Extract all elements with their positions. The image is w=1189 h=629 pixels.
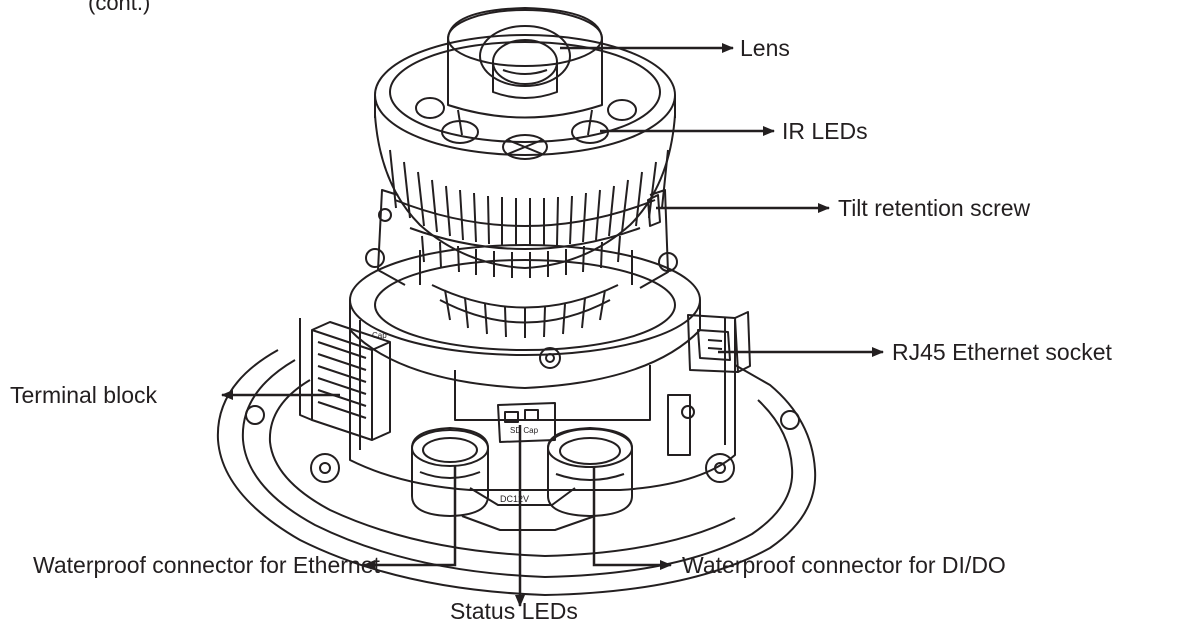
gimbal-bracket-left <box>377 189 406 286</box>
arrow-waterproof-ethernet <box>363 466 457 570</box>
ir-led-3 <box>415 97 445 119</box>
ir-led-4 <box>607 99 637 121</box>
label-tilt-retention-screw: Tilt retention screw <box>838 195 1031 221</box>
waterproof-connector-left-part <box>411 427 489 517</box>
label-ir-leds: IR LEDs <box>782 118 868 144</box>
waterproof-connector-right-part <box>547 427 633 517</box>
mount-hole-left <box>310 453 340 483</box>
mount-hole-right <box>705 453 735 483</box>
label-waterproof-connector-dido: Waterproof connector for DI/DO <box>682 552 1006 578</box>
gimbal-bracket-right <box>639 189 669 289</box>
base-flange <box>216 349 817 596</box>
label-lens: Lens <box>740 35 790 61</box>
header-fragment: (cont.) <box>88 0 151 15</box>
arrow-waterproof-dido <box>592 466 672 570</box>
lens-part <box>447 7 603 136</box>
status-led-board <box>497 402 556 443</box>
sd-marking: SD Cap <box>510 426 539 435</box>
head-top-rim <box>374 34 676 156</box>
label-terminal-block: Terminal block <box>10 382 157 408</box>
dc-marking: DC12V <box>500 494 529 504</box>
label-waterproof-connector-ethernet: Waterproof connector for Ethernet <box>33 552 380 578</box>
lower-housing <box>349 320 736 491</box>
support-ring <box>349 244 701 356</box>
label-status-leds: Status LEDs <box>450 598 578 624</box>
label-rj45-ethernet-socket: RJ45 Ethernet socket <box>892 339 1112 365</box>
rj45-socket-part <box>687 311 751 373</box>
cap-marking: Cap <box>372 331 387 340</box>
base-inner-ring <box>241 359 794 578</box>
terminal-block-part <box>299 318 391 441</box>
